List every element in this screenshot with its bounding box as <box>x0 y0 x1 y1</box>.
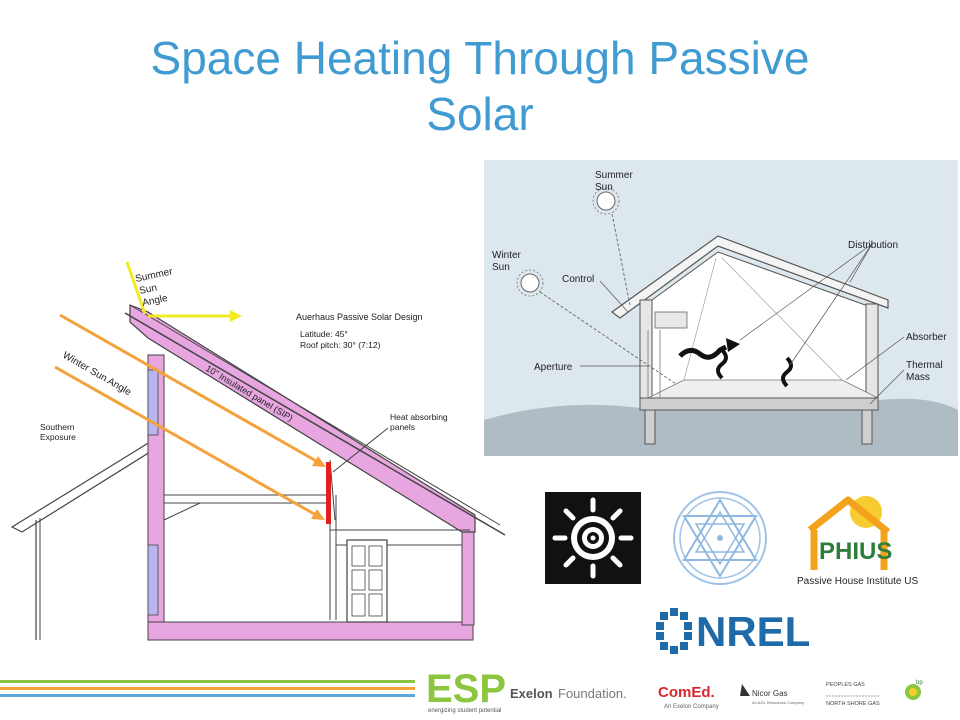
overhang-shade <box>654 311 688 329</box>
south-window-upper <box>147 369 159 436</box>
summer-label-2: Sun <box>138 282 158 296</box>
rd-absorber: Absorber <box>906 332 947 343</box>
title-line-1: Space Heating Through Passive <box>150 32 810 84</box>
nicor-text: Nicor Gas <box>752 689 788 698</box>
nicor-logo: Nicor Gas An AGL Resources Company <box>740 684 804 705</box>
phius-wordmark: PHIUS <box>819 538 892 565</box>
winter-sun-ray-2 <box>54 365 317 517</box>
sun-emblem-logo <box>545 492 641 584</box>
comed-sub: An Exelon Company <box>664 704 719 710</box>
peoples-gas-logo: PEOPLES GAS NORTH SHORE GAS <box>826 682 880 707</box>
exelon-foundation-logo: Exelon Foundation. <box>510 686 627 701</box>
slide-title: Space Heating Through Passive Solar <box>0 30 960 142</box>
roof-pitch-text: Roof pitch: 30° (7:12) <box>300 340 381 350</box>
heat-absorbing-panel <box>326 462 331 524</box>
door <box>346 539 388 623</box>
nrel-wordmark: NREL <box>696 608 810 655</box>
bp-text: bp <box>916 680 923 686</box>
auerhaus-section-diagram: Summer Sun Angle Winter Sun Angle 10" In… <box>10 261 506 641</box>
rd-control: Control <box>562 274 594 285</box>
southern-exposure-label-2: Exposure <box>40 432 76 442</box>
right-roof <box>610 235 889 319</box>
esp-tagline: energizing student potential <box>428 708 501 714</box>
floor-slab <box>147 621 474 641</box>
yantra-logo <box>673 491 767 585</box>
footer-stripes <box>0 680 415 697</box>
winter-sun-icon <box>520 273 540 293</box>
sip-roof <box>129 304 476 533</box>
phius-logo: PHIUS Passive House Institute US <box>797 496 918 587</box>
thermal-mass-slab <box>639 397 879 411</box>
peoples-text: PEOPLES GAS <box>826 682 865 688</box>
southern-exposure-label-1: Southern <box>40 422 75 432</box>
summer-label-3: Angle <box>141 293 169 309</box>
north-wall <box>461 529 475 626</box>
rd-summer-sun-1: Summer <box>595 170 633 181</box>
passive-solar-elements-diagram: Summer Sun Winter Sun Control Distributi… <box>484 160 958 456</box>
nrel-logo: NREL <box>656 608 810 655</box>
comed-logo: ComEd. An Exelon Company <box>658 684 719 710</box>
nicor-sub: An AGL Resources Company <box>752 700 804 705</box>
south-window-lower <box>147 544 159 616</box>
ground <box>484 398 958 456</box>
comed-text: ComEd. <box>658 684 715 701</box>
phius-caption: Passive House Institute US <box>797 576 918 587</box>
rd-distribution: Distribution <box>848 240 898 251</box>
floor <box>647 379 879 399</box>
design-title: Auerhaus Passive Solar Design <box>296 312 423 322</box>
esp-wordmark: ESP <box>426 667 506 711</box>
foundation-text: Foundation. <box>558 686 627 701</box>
title-line-2: Solar <box>426 88 534 140</box>
sip-panel-label: 10" Insulated panel (SIP) <box>204 363 295 423</box>
distribution-airflow <box>678 344 728 360</box>
rd-thermal-mass-1: Thermal <box>906 360 943 371</box>
exelon-text: Exelon <box>510 686 553 701</box>
summer-sun-ray <box>125 261 147 315</box>
rd-winter-sun-1: Winter <box>492 250 522 261</box>
latitude-text: Latitude: 45° <box>300 329 348 339</box>
esp-logo: ESP energizing student potential <box>426 667 506 714</box>
summer-sun-icon <box>596 191 616 211</box>
rd-summer-sun-2: Sun <box>595 182 613 193</box>
north-shore-text: NORTH SHORE GAS <box>826 701 880 707</box>
rd-thermal-mass-2: Mass <box>906 372 930 383</box>
heat-absorbing-label-1: Heat absorbing <box>390 412 448 422</box>
heat-absorbing-label-2: panels <box>390 422 415 432</box>
summer-arrowhead <box>230 310 242 322</box>
rd-aperture: Aperture <box>534 362 573 373</box>
porch-roof <box>10 440 151 533</box>
rd-winter-sun-2: Sun <box>492 262 510 273</box>
winter-sun-ray-1 <box>59 313 319 464</box>
bp-logo: bp <box>905 680 923 700</box>
